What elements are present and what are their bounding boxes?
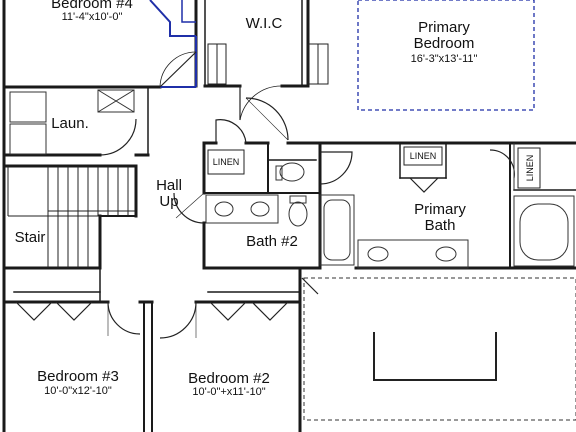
dims-bedroom3: 10'-0"x12'-10"	[44, 385, 112, 397]
dims-primary-bedroom: 16'-3"x13'-11"	[411, 53, 478, 65]
label-hall-1: Hall	[156, 177, 182, 194]
door-bedroom4	[159, 51, 197, 88]
laundry-fixtures	[9, 89, 135, 155]
label-hall-2: Up	[159, 193, 178, 210]
bath2-sink-left	[214, 201, 234, 217]
door-primary-bath	[319, 151, 353, 185]
stair-treads	[7, 166, 136, 268]
label-primary-bedroom-2: Bedroom	[414, 35, 475, 52]
door-primary	[245, 97, 289, 141]
label-linen-hall: LINEN	[213, 157, 240, 167]
bath2-sink-right	[250, 201, 270, 217]
room-labels: Bedroom #4 11'-4"x10'-0" W.I.C Primary B…	[15, 0, 478, 398]
label-wic: W.I.C	[246, 15, 283, 32]
label-laundry: Laun.	[51, 115, 89, 132]
bath2-fixtures	[205, 162, 355, 266]
primary-sink-right	[435, 246, 457, 262]
label-bedroom4: Bedroom #4	[51, 0, 133, 12]
dims-bedroom4: 11'-4"x10'-0"	[62, 11, 123, 23]
dryer	[9, 123, 47, 155]
door-bath2	[173, 192, 205, 224]
primary-vanity	[357, 239, 469, 269]
primary-tub	[513, 195, 575, 267]
closet-door-b3a	[15, 301, 53, 321]
bath2-vanity	[205, 194, 279, 224]
label-linen-side: LINEN	[525, 155, 535, 182]
door-hall-linen	[215, 119, 247, 144]
door-bedroom2	[159, 301, 197, 339]
label-bath2: Bath #2	[246, 233, 298, 250]
door-laundry	[99, 118, 137, 156]
wic-shelves	[207, 43, 329, 85]
label-primary-bath-1: Primary	[414, 201, 466, 218]
doors	[15, 51, 515, 339]
primary-sink-left	[367, 246, 389, 262]
laundry-sink	[97, 89, 135, 113]
door-bath-linen	[409, 177, 439, 193]
dims-bedroom2: 10'-0"+x11'-10"	[192, 386, 265, 398]
linen-hall-box	[207, 149, 245, 175]
label-bedroom3: Bedroom #3	[37, 368, 119, 385]
bath2-tub	[319, 194, 355, 266]
bath2-toilet	[288, 201, 308, 227]
label-primary-bath-2: Bath	[425, 217, 456, 234]
linen-side-box	[517, 147, 541, 189]
closet-door-b3b	[55, 301, 93, 321]
label-linen-bath: LINEN	[410, 151, 437, 161]
door-exterior	[301, 277, 319, 295]
door-bedroom3	[107, 301, 141, 335]
linen-closets: LINEN LINEN LINEN	[207, 146, 541, 189]
label-primary-bedroom-1: Primary	[418, 19, 470, 36]
washer	[9, 91, 47, 123]
dashed-outlines	[303, 0, 576, 421]
hall-toilet	[279, 162, 305, 182]
label-bedroom2: Bedroom #2	[188, 370, 270, 387]
linen-bath-box	[403, 146, 443, 166]
label-stair: Stair	[15, 229, 46, 246]
closet-door-b2b	[251, 301, 289, 321]
accent-walls	[149, 0, 197, 88]
closet-door-b2a	[209, 301, 247, 321]
primary-bath-fixtures	[357, 143, 575, 269]
